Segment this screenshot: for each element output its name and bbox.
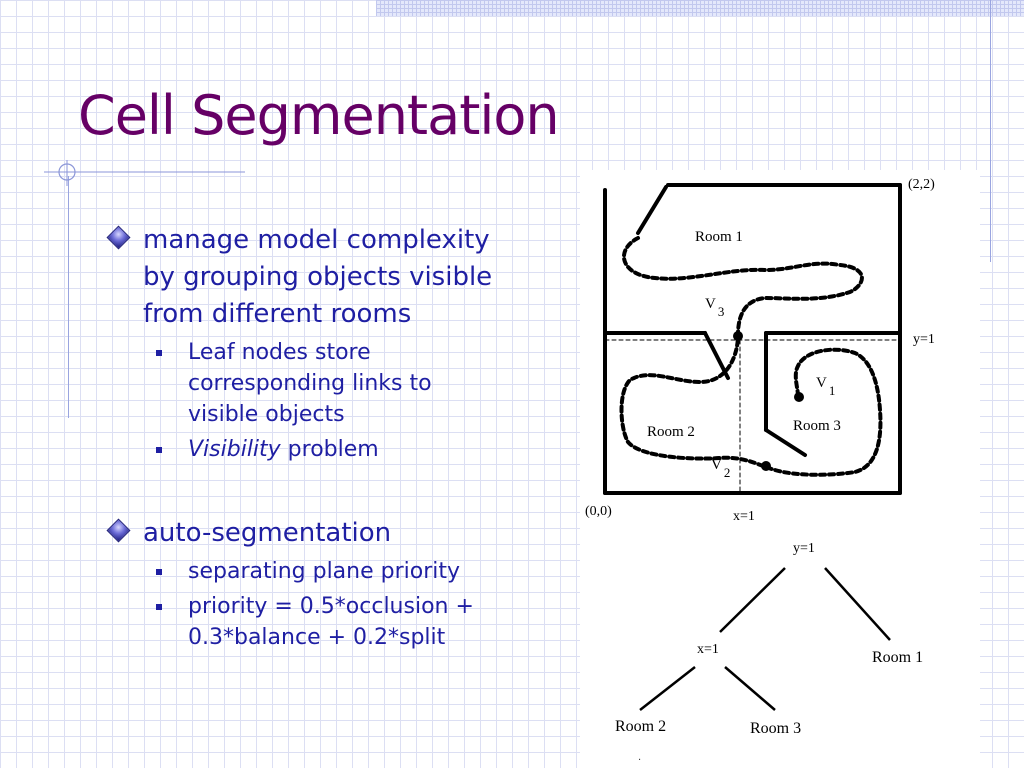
room2-label: Room 2 [647, 424, 695, 440]
tree-edge [639, 666, 696, 711]
sub-bullet-emphasis: Visibility [188, 437, 281, 462]
corner-label-bottom: (0,0) [585, 504, 612, 519]
room1-label: Room 1 [695, 229, 743, 245]
diamond-bullet-icon [106, 225, 131, 250]
stray-dot: . [638, 752, 642, 763]
square-bullet-icon [156, 447, 162, 453]
sub-bullet-text: priority = 0.5*occlusion + 0.3*balance +… [188, 594, 474, 650]
tree-root-label: y=1 [793, 541, 815, 556]
tree-leaf-room1: Room 1 [872, 649, 923, 666]
tree-edge [719, 567, 786, 633]
decor-vertical-line [68, 176, 69, 418]
middle-wall-slant [703, 331, 730, 380]
bullet-list: manage model complexity by grouping obje… [106, 222, 508, 653]
bullet-item: auto-segmentation [106, 515, 508, 552]
tree-edge [724, 666, 776, 711]
sub-bullet-text: separating plane priority [188, 559, 461, 584]
sub-bullet-item: priority = 0.5*occlusion + 0.3*balance +… [108, 591, 508, 653]
square-bullet-icon [156, 569, 162, 575]
walkthrough-path [619, 236, 883, 477]
viewpoint-v1-marker [794, 392, 804, 402]
viewpoint-v2-marker [761, 461, 771, 471]
corner-label-top: (2,2) [908, 177, 935, 192]
square-bullet-icon [156, 604, 162, 610]
tree-leaf-room3: Room 3 [750, 720, 801, 737]
top-decor-band [376, 0, 1024, 16]
room-map [603, 183, 902, 495]
room3-wall-slant [764, 428, 807, 457]
room-map-and-tree-diagram: (2,2) (0,0) y=1 x=1 Room 1 Room 2 Room 3… [585, 177, 935, 737]
diamond-bullet-icon [106, 518, 131, 543]
bullet-item: manage model complexity by grouping obje… [106, 222, 508, 333]
viewpoint-v3-marker [733, 331, 743, 341]
cell-segmentation-figure: (2,2) (0,0) y=1 x=1 Room 1 Room 2 Room 3… [580, 170, 980, 768]
bsp-tree [639, 567, 891, 711]
decor-vertical-line [990, 0, 991, 262]
tree-edge [824, 567, 891, 641]
bullet-text: manage model complexity by grouping obje… [143, 225, 493, 329]
room3-label: Room 3 [793, 418, 841, 434]
sub-bullet-item: Leaf nodes store corresponding links to … [108, 337, 508, 430]
sub-bullet-item: separating plane priority [108, 556, 508, 587]
tree-inner-label: x=1 [697, 642, 719, 657]
y-split-label: y=1 [913, 332, 935, 347]
door-wall [636, 185, 668, 235]
sub-bullet-item: Visibility problem [108, 434, 508, 465]
sub-bullet-text: Leaf nodes store corresponding links to … [188, 340, 432, 427]
tree-leaf-room2: Room 2 [615, 718, 666, 735]
title-crosshair-ornament [44, 160, 245, 186]
sub-bullet-text: problem [280, 437, 379, 462]
bullet-text: auto-segmentation [143, 518, 392, 548]
square-bullet-icon [156, 350, 162, 356]
slide-title: Cell Segmentation [78, 84, 560, 147]
x-split-label: x=1 [733, 509, 755, 524]
